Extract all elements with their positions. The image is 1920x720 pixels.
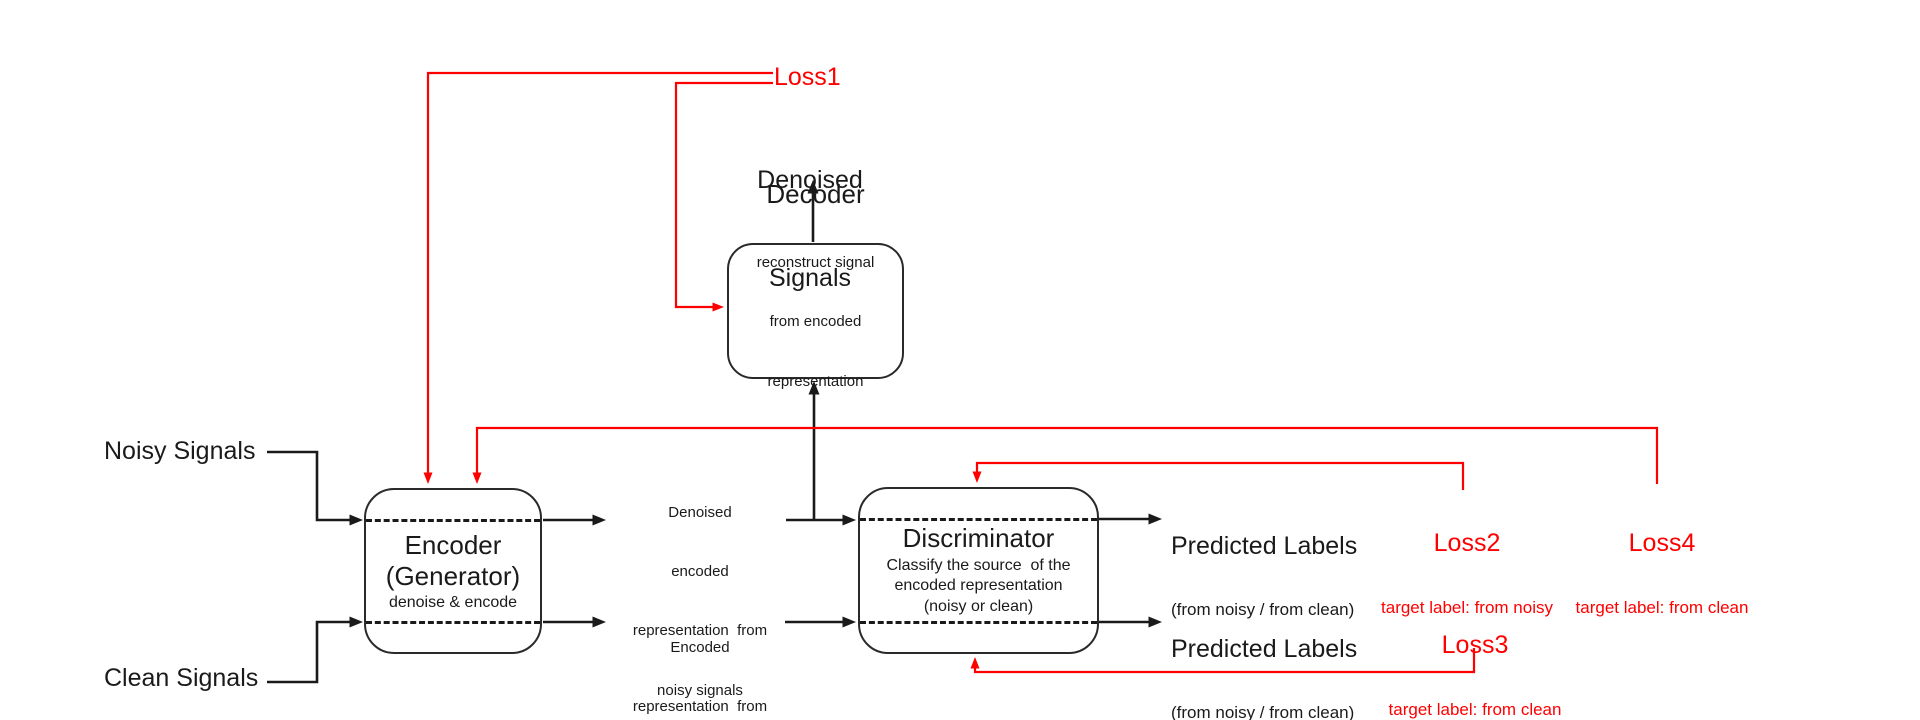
decoder-node: Decoder reconstruct signal from encoded … <box>727 179 904 390</box>
predicted-labels-top-subtitle: (from noisy / from clean) <box>1171 600 1355 619</box>
loss3-label: Loss3 <box>1441 631 1509 659</box>
decoder-title: Decoder <box>766 179 865 210</box>
loss4-target-label: target label: from clean <box>1575 598 1749 617</box>
loss2-label: Loss2 <box>1433 529 1501 557</box>
clean-signals-label: Clean Signals <box>104 664 259 692</box>
noisy-signals-label: Noisy Signals <box>104 437 256 465</box>
edge-loss3-to-discriminator <box>970 648 1476 674</box>
discriminator-clean-input-dash <box>860 621 1097 624</box>
loss2-target-label: target label: from noisy <box>1381 598 1553 617</box>
encoded-repr-label: Encoded representation from clean signal… <box>632 638 768 715</box>
discriminator-node: Discriminator Classify the source of the… <box>858 487 1099 654</box>
predicted-labels-bottom-title: Predicted Labels <box>1171 635 1358 663</box>
discriminator-noisy-input-dash <box>860 518 1097 521</box>
encoder-description: denoise & encode <box>388 594 518 611</box>
edge-loss4-to-encoder <box>472 426 1659 484</box>
loss4-label: Loss4 <box>1628 529 1696 557</box>
discriminator-description: Classify the source of the encoded repre… <box>886 556 1071 615</box>
loss3-target-label: target label: from clean <box>1388 700 1562 719</box>
loss1-label: Loss1 <box>774 63 841 91</box>
discriminator-title: Discriminator <box>902 522 1055 553</box>
denoised-signals-label: Denoised Signals <box>757 166 863 292</box>
edge-clean-to-encoder <box>267 616 363 684</box>
encoder-subtitle: (Generator) <box>385 561 521 591</box>
encoder-clean-input-dash <box>366 621 540 624</box>
edge-loss2-to-discriminator <box>972 461 1465 490</box>
predicted-labels-top-title: Predicted Labels <box>1171 532 1358 560</box>
edge-loss1-to-decoder <box>674 81 773 312</box>
predicted-labels-bottom: Predicted Labels (from noisy / from clea… <box>1171 599 1357 720</box>
loss3-block: Loss3 target label: from clean <box>1377 595 1573 720</box>
denoised-repr-label: Denoised encoded representation from noi… <box>632 503 768 699</box>
decoder-description: reconstruct signal from encoded represen… <box>756 253 875 390</box>
encoder-noisy-input-dash <box>366 519 540 522</box>
loss4-block: Loss4 target label: from clean <box>1562 493 1762 654</box>
encoder-node: Encoder (Generator) denoise & encode <box>364 488 542 654</box>
predicted-labels-bottom-subtitle: (from noisy / from clean) <box>1171 703 1355 720</box>
edge-noisy-to-encoder <box>267 450 363 526</box>
edge-loss1-to-encoder <box>423 71 773 484</box>
encoder-title: Encoder <box>404 530 502 560</box>
loss2-block: Loss2 target label: from noisy <box>1369 493 1565 654</box>
predicted-labels-top: Predicted Labels (from noisy / from clea… <box>1171 496 1357 656</box>
